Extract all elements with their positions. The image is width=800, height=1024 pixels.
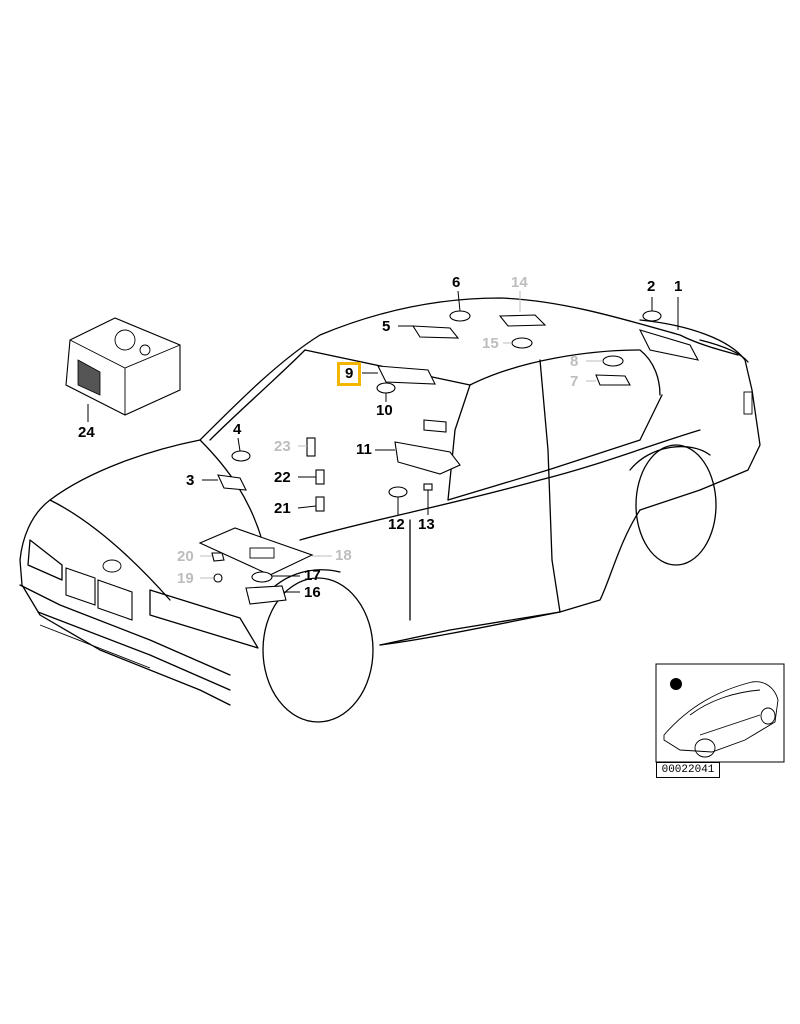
car-illustration bbox=[19, 297, 761, 723]
callout-13: 13 bbox=[418, 516, 435, 533]
part-2-bulb bbox=[642, 310, 662, 322]
part-18-plate bbox=[198, 527, 314, 576]
callout-14: 14 bbox=[511, 274, 528, 291]
callout-17: 17 bbox=[304, 567, 321, 584]
part-9-interior-light bbox=[377, 365, 436, 385]
part-3-light bbox=[217, 474, 247, 491]
part-13-clip bbox=[423, 483, 433, 491]
callout-10: 10 bbox=[376, 402, 393, 419]
part-7-light bbox=[595, 374, 631, 386]
part-15-bulb bbox=[511, 337, 533, 349]
part-11-lamp-assembly bbox=[394, 441, 461, 475]
part-4-bulb bbox=[231, 450, 251, 462]
part-20-nut bbox=[211, 552, 225, 562]
leader-lines bbox=[87, 290, 679, 593]
callout-5: 5 bbox=[382, 318, 391, 335]
part-22-bulb bbox=[315, 469, 325, 485]
part-14-lens bbox=[498, 314, 547, 327]
reference-number: 00022041 bbox=[656, 762, 720, 778]
part-5-light bbox=[411, 325, 460, 339]
callout-2: 2 bbox=[647, 278, 656, 295]
callout-20: 20 bbox=[177, 548, 194, 565]
part-21-bulb bbox=[315, 496, 325, 512]
callout-3: 3 bbox=[186, 472, 195, 489]
callout-6: 6 bbox=[452, 274, 461, 291]
callout-11: 11 bbox=[356, 441, 372, 458]
callout-24: 24 bbox=[78, 424, 95, 441]
part-1-lamp bbox=[638, 329, 700, 361]
callout-18: 18 bbox=[335, 547, 352, 564]
part-24-module bbox=[65, 317, 181, 416]
inset-thumbnail bbox=[655, 663, 785, 763]
part-8-bulb bbox=[602, 355, 624, 367]
callout-4: 4 bbox=[233, 421, 242, 438]
callout-7: 7 bbox=[570, 373, 579, 390]
callout-21: 21 bbox=[274, 500, 291, 517]
part-12-bulb bbox=[388, 486, 408, 498]
part-16-lamp bbox=[245, 585, 287, 605]
part-23-bulb bbox=[306, 437, 316, 457]
inset-bullet bbox=[670, 678, 682, 690]
part-19-screw bbox=[213, 573, 223, 583]
callout-12: 12 bbox=[388, 516, 405, 533]
part-10-bulb bbox=[376, 382, 396, 394]
callout-23: 23 bbox=[274, 438, 291, 455]
callout-16: 16 bbox=[304, 584, 321, 601]
callout-22: 22 bbox=[274, 469, 291, 486]
callout-15: 15 bbox=[482, 335, 499, 352]
callout-19: 19 bbox=[177, 570, 194, 587]
callout-9: 9 bbox=[337, 362, 362, 386]
callout-1: 1 bbox=[674, 278, 683, 295]
part-17-bulb bbox=[251, 571, 273, 583]
part-6-bulb bbox=[449, 310, 471, 322]
callout-8: 8 bbox=[570, 353, 579, 370]
parts bbox=[65, 310, 700, 605]
